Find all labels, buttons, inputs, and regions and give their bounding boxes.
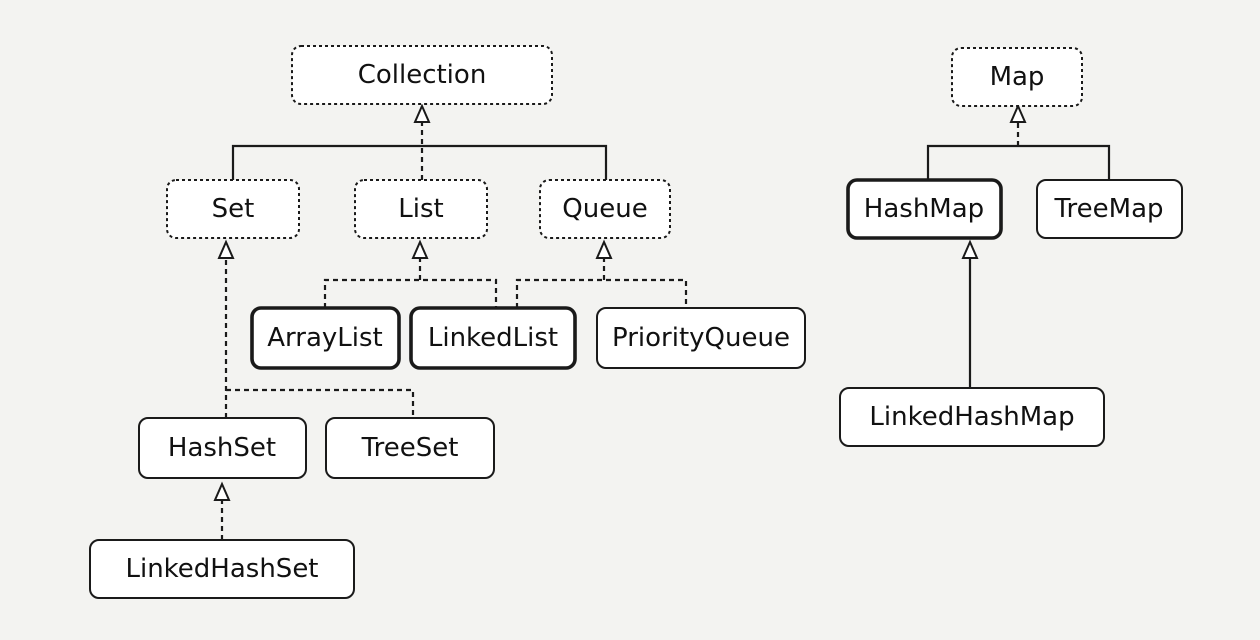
node-queue: Queue <box>539 179 671 239</box>
node-label-queue: Queue <box>562 194 647 224</box>
node-map: Map <box>951 47 1083 107</box>
node-label-arraylist: ArrayList <box>267 323 382 353</box>
node-label-hashmap: HashMap <box>864 194 984 224</box>
node-treeset: TreeSet <box>325 417 495 479</box>
node-label-map: Map <box>990 62 1045 92</box>
node-label-collection: Collection <box>358 60 487 90</box>
diagram-arrowheads <box>213 103 1027 501</box>
node-label-set: Set <box>212 194 255 224</box>
node-label-priorityqueue: PriorityQueue <box>612 323 790 353</box>
node-collection: Collection <box>291 45 553 105</box>
edge-arraylist-list <box>323 278 498 308</box>
edge-treeset-set <box>226 388 415 418</box>
node-label-linkedhashset: LinkedHashSet <box>125 554 318 584</box>
arrowhead-hashset <box>213 481 231 501</box>
arrowhead-map <box>1009 103 1027 123</box>
arrowhead-queue <box>595 239 613 259</box>
node-linkedlist: LinkedList <box>409 306 577 370</box>
arrowhead-hashmap <box>961 239 979 259</box>
edge-priorityqueue-queue <box>515 278 688 308</box>
node-label-linkedlist: LinkedList <box>428 323 558 353</box>
node-treemap: TreeMap <box>1036 179 1183 239</box>
edge-hashmap-map <box>926 144 1111 180</box>
node-label-treemap: TreeMap <box>1053 194 1163 224</box>
arrowhead-set <box>217 239 235 259</box>
node-linkedhashmap: LinkedHashMap <box>839 387 1105 447</box>
arrowhead-list <box>411 239 429 259</box>
node-label-hashset: HashSet <box>168 433 276 463</box>
node-label-treeset: TreeSet <box>361 433 459 463</box>
diagram-edges <box>220 122 1111 540</box>
node-hashset: HashSet <box>138 417 307 479</box>
node-hashmap: HashMap <box>846 178 1003 240</box>
node-set: Set <box>166 179 300 239</box>
node-list: List <box>354 179 488 239</box>
node-label-list: List <box>398 194 443 224</box>
node-label-linkedhashmap: LinkedHashMap <box>869 402 1074 432</box>
edge-set-collection <box>231 144 608 180</box>
node-linkedhashset: LinkedHashSet <box>89 539 355 599</box>
node-priorityqueue: PriorityQueue <box>596 307 806 369</box>
node-arraylist: ArrayList <box>250 306 401 370</box>
arrowhead-collection <box>413 103 431 123</box>
